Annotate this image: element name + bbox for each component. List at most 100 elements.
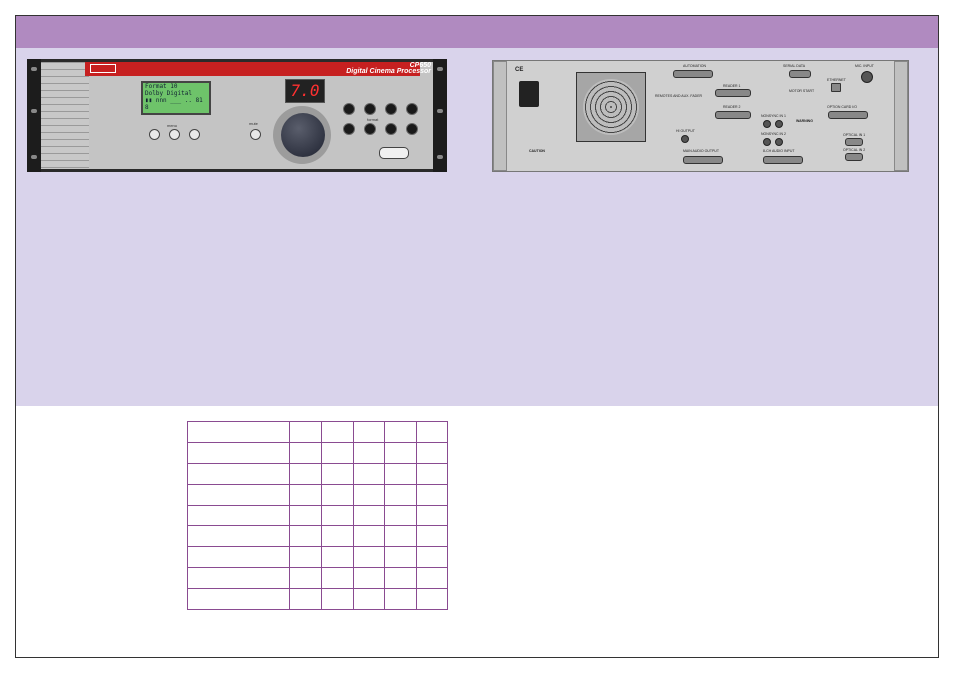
table-row	[187, 483, 448, 506]
table-row	[187, 504, 448, 527]
nonsync2-label: NONSYNC IN 2	[761, 132, 786, 136]
table-cell	[321, 588, 354, 610]
hi-output-connector	[681, 135, 689, 143]
rear-panel-image: CE AUTOMATION SERIAL DATA MIC. INPUT ETH…	[492, 60, 909, 172]
table-cell	[416, 567, 448, 589]
format-button-05[interactable]	[385, 103, 397, 115]
table-cell	[321, 421, 354, 443]
automation-connector	[673, 70, 713, 78]
fader-knob[interactable]	[281, 113, 325, 157]
spec-table	[187, 421, 448, 610]
table-cell	[384, 546, 417, 569]
rack-ear-right	[894, 61, 908, 171]
format-button-60[interactable]	[406, 123, 418, 135]
table-cell	[416, 525, 448, 548]
optical-in2-label: OPTICAL IN 2	[843, 148, 866, 152]
main-audio-label: MAIN AUDIO OUTPUT	[683, 149, 719, 153]
ethernet-label: ETHERNET	[827, 78, 846, 82]
front-panel-image: CP650 Digital Cinema Processor Format 10…	[27, 59, 447, 172]
menu-ok-button[interactable]	[189, 129, 200, 140]
caution-label: CAUTION	[529, 149, 545, 153]
option-card-label: OPTION CARD I/O	[827, 105, 857, 109]
table-cell	[187, 462, 290, 485]
table-cell	[353, 421, 385, 443]
front-panel-body	[41, 62, 433, 169]
table-row	[187, 525, 448, 548]
mute-button[interactable]	[250, 129, 261, 140]
rack-ear-left	[27, 59, 41, 172]
table-cell	[187, 483, 290, 506]
optical-in1-label: OPTICAL IN 1	[843, 133, 866, 137]
table-cell	[289, 441, 322, 464]
table-cell	[321, 567, 354, 589]
mute-label: mute	[249, 121, 258, 126]
format-button-10[interactable]	[406, 103, 418, 115]
table-cell	[187, 441, 290, 464]
automation-label: AUTOMATION	[683, 64, 707, 68]
table-cell	[416, 462, 448, 485]
model-subtitle: Digital Cinema Processor	[346, 68, 431, 75]
rack-ear-right	[433, 59, 447, 172]
menu-label: menu	[167, 123, 178, 128]
table-cell	[384, 462, 417, 485]
table-cell	[321, 525, 354, 548]
table-cell	[353, 567, 385, 589]
table-cell	[289, 462, 322, 485]
table-cell	[289, 525, 322, 548]
nonsync2-left	[763, 138, 771, 146]
menu-select-button[interactable]	[169, 129, 180, 140]
nonsync1-label: NONSYNC IN 1	[761, 114, 786, 118]
mic-input-label: MIC. INPUT	[855, 64, 874, 68]
nonsync1-left	[763, 120, 771, 128]
table-cell	[187, 588, 290, 610]
vent-slats	[41, 62, 89, 169]
table-cell	[187, 421, 290, 443]
power-button[interactable]	[379, 147, 409, 159]
warning-label: WARNING	[796, 119, 813, 123]
nonsync1-right	[775, 120, 783, 128]
table-cell	[321, 546, 354, 569]
table-cell	[416, 441, 448, 464]
remotes-label: REMOTES AND AUX. FADER	[655, 94, 703, 98]
hi-output-label: HI OUTPUT	[676, 129, 695, 133]
table-cell	[416, 546, 448, 569]
format-button-01b[interactable]	[364, 123, 376, 135]
table-cell	[384, 441, 417, 464]
table-cell	[289, 588, 322, 610]
table-cell	[353, 441, 385, 464]
fan-grille	[583, 79, 639, 135]
rack-hole	[437, 67, 443, 71]
table-cell	[321, 504, 354, 527]
serial-data-label: SERIAL DATA	[783, 64, 806, 68]
table-cell	[416, 483, 448, 506]
table-row	[187, 421, 448, 443]
table-cell	[289, 504, 322, 527]
ethernet-port	[831, 83, 841, 92]
option-card-connector	[828, 111, 868, 119]
fader-level-display: 7.0	[285, 79, 325, 103]
brand-bar	[85, 62, 420, 76]
ch8-audio-label: 8-CH AUDIO INPUT	[763, 149, 795, 153]
model-label: CP650 Digital Cinema Processor	[346, 62, 431, 75]
format-button-01[interactable]	[343, 103, 355, 115]
lcd-line: Dolby Digital	[145, 90, 192, 97]
table-cell	[289, 546, 322, 569]
fader-level-value: 7.0	[290, 81, 320, 100]
format-button-02[interactable]	[385, 123, 397, 135]
main-audio-connector	[683, 156, 723, 164]
format-button-11[interactable]	[343, 123, 355, 135]
table-cell	[384, 504, 417, 527]
format-button-04[interactable]	[364, 103, 376, 115]
rack-hole	[437, 155, 443, 159]
dolby-logo	[90, 64, 116, 73]
menu-back-button[interactable]	[149, 129, 160, 140]
table-cell	[289, 567, 322, 589]
format-label: format	[367, 117, 379, 122]
reader1-connector	[715, 89, 751, 97]
reader1-label: READER 1	[723, 84, 741, 88]
table-row	[187, 588, 448, 610]
lcd-display: Format 10 Dolby Digital ▮▮ nnn ___ .. 81…	[141, 81, 211, 115]
table-row	[187, 441, 448, 464]
nonsync2-right	[775, 138, 783, 146]
mic-input-connector	[861, 71, 873, 83]
